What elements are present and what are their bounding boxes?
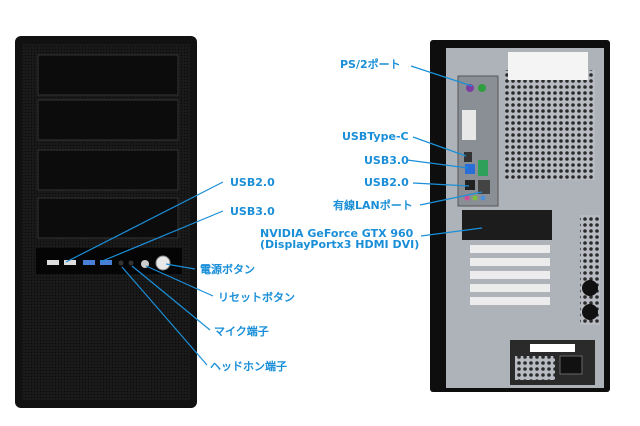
label-usbc: USBType-C [342, 130, 409, 143]
back-case [430, 40, 610, 392]
label-gpu: NVIDIA GeForce GTX 960 [260, 227, 414, 240]
usb2-port [47, 260, 59, 265]
label-back-usb3: USB3.0 [364, 154, 409, 167]
back-labels: PS/2ポート USBType-C USB3.0 USB2.0 有線LANポート… [260, 57, 419, 251]
mic-jack [128, 260, 134, 266]
usb2-port [465, 180, 475, 190]
serial-label [508, 52, 588, 80]
label-headphone-jack: ヘッドホン端子 [210, 359, 287, 373]
front-case [15, 36, 197, 408]
label-front-usb2: USB2.0 [230, 176, 275, 189]
expansion-slots [470, 245, 550, 305]
label-power-button: 電源ボタン [200, 262, 255, 276]
front-labels: USB2.0 USB3.0 電源ボタン リセットボタン マイク端子 ヘッドホン端… [200, 176, 295, 373]
power-inlet [559, 355, 583, 375]
lan-port [478, 180, 490, 194]
usb2-port [64, 260, 76, 265]
usbc-port [464, 152, 472, 162]
exhaust-fan-grill [505, 70, 595, 180]
label-lan: 有線LANポート [333, 198, 413, 212]
usb3-port [465, 164, 475, 174]
label-front-usb3: USB3.0 [230, 205, 275, 218]
gpu-bracket [462, 210, 552, 240]
label-ps2: PS/2ポート [340, 57, 401, 71]
label-reset-button: リセットボタン [218, 290, 295, 304]
label-mic-jack: マイク端子 [214, 324, 269, 338]
headphone-jack [118, 260, 124, 266]
leader-lines [65, 65, 483, 366]
label-gpu-ports: (DisplayPortx3 HDMI DVI) [260, 238, 419, 251]
label-back-usb2: USB2.0 [364, 176, 409, 189]
usb3-port [100, 260, 112, 265]
usb3-port [83, 260, 95, 265]
power-button [155, 255, 171, 271]
